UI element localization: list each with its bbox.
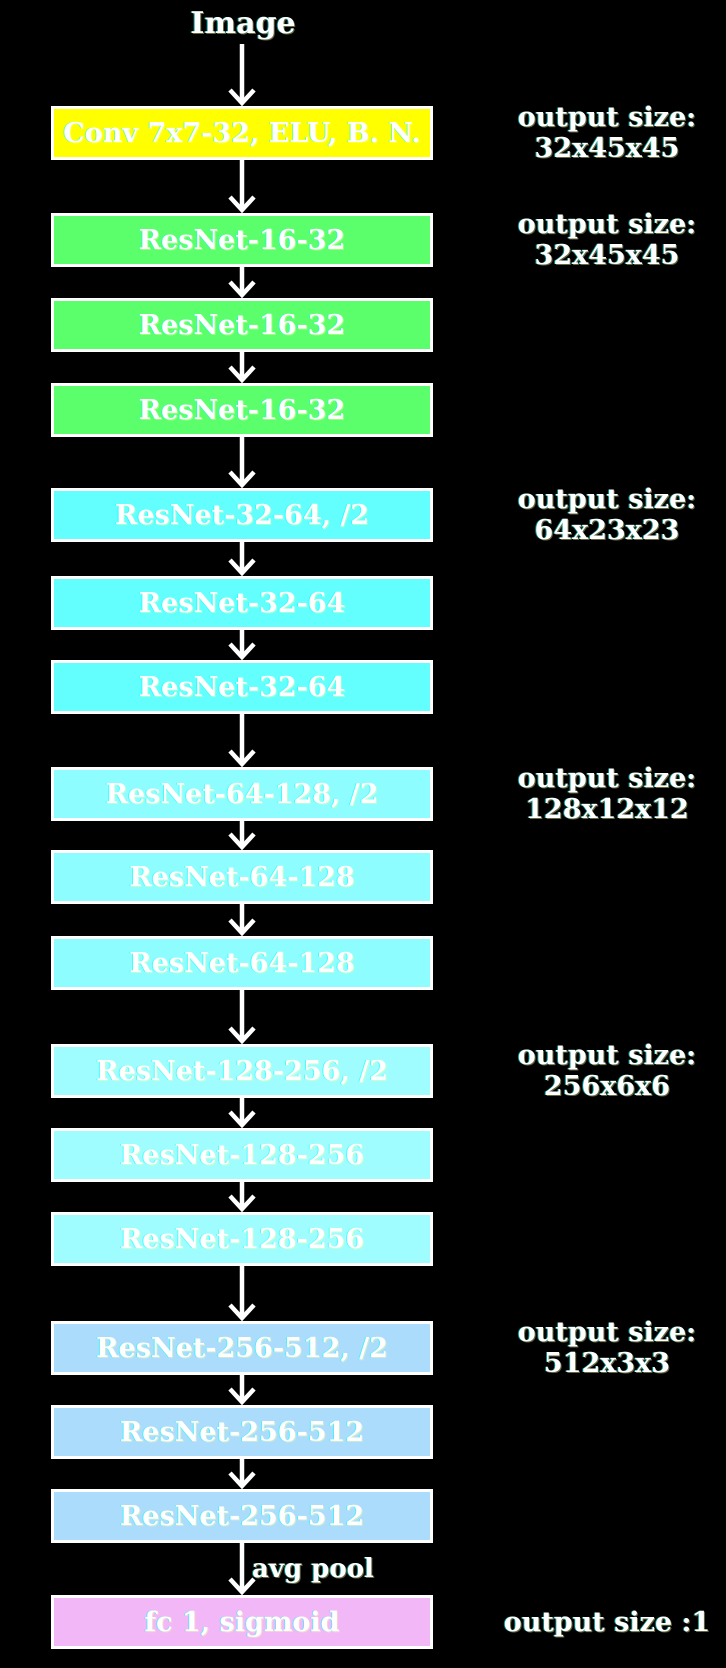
down-arrow: [228, 267, 256, 298]
box-resnet-128-256-down: ResNet-128-256, /2: [51, 1044, 433, 1098]
down-arrow: [228, 542, 256, 576]
down-arrow: [228, 714, 256, 767]
box-resnet-16-32-3: ResNet-16-32: [51, 383, 433, 437]
output-size-line: output size:: [517, 763, 697, 794]
box-label: ResNet-256-512: [119, 1500, 365, 1532]
output-size-resnet-256-512: output size:512x3x3: [467, 1317, 726, 1379]
box-label: ResNet-32-64: [138, 587, 346, 619]
box-label: Conv 7x7-32, ELU, B. N.: [63, 117, 421, 149]
output-size-value: 256x6x6: [543, 1071, 671, 1102]
box-resnet-128-256-3: ResNet-128-256: [51, 1212, 433, 1266]
output-size-line: output size:: [517, 1040, 697, 1071]
down-arrow: [228, 1543, 256, 1595]
box-label: ResNet-64-128: [129, 947, 355, 979]
box-label: ResNet-64-128, /2: [105, 778, 379, 810]
box-label: ResNet-32-64, /2: [114, 499, 370, 531]
box-resnet-64-128-down: ResNet-64-128, /2: [51, 767, 433, 821]
box-label: ResNet-64-128: [129, 861, 355, 893]
box-resnet-32-64-down: ResNet-32-64, /2: [51, 488, 433, 542]
output-size-value: 64x23x23: [534, 515, 680, 546]
output-size-line: output size:: [517, 484, 697, 515]
down-arrow: [228, 437, 256, 488]
output-size-value: 32x45x45: [534, 240, 680, 271]
down-arrow: [228, 990, 256, 1044]
box-resnet-64-128-2: ResNet-64-128: [51, 850, 433, 904]
box-label: ResNet-128-256: [119, 1223, 365, 1255]
box-resnet-64-128-3: ResNet-64-128: [51, 936, 433, 990]
output-size-line: output size :1: [503, 1607, 711, 1638]
output-size-line: output size:: [517, 102, 697, 133]
box-label: ResNet-256-512: [119, 1416, 365, 1448]
down-arrow: [228, 160, 256, 213]
input-label: Image: [190, 6, 296, 41]
down-arrow: [228, 1459, 256, 1489]
down-arrow: [228, 44, 256, 106]
output-size-resnet-128-256: output size:256x6x6: [467, 1040, 726, 1102]
box-resnet-128-256-2: ResNet-128-256: [51, 1128, 433, 1182]
box-resnet-256-512-3: ResNet-256-512: [51, 1489, 433, 1543]
box-resnet-32-64-3: ResNet-32-64: [51, 660, 433, 714]
box-label: ResNet-16-32: [138, 309, 346, 341]
output-size-fc: output size :1: [467, 1607, 726, 1638]
box-label: fc 1, sigmoid: [144, 1606, 340, 1638]
avg-pool-label: avg pool: [252, 1554, 374, 1584]
output-size-value: 128x12x12: [525, 794, 689, 825]
down-arrow: [228, 1266, 256, 1321]
box-resnet-16-32-2: ResNet-16-32: [51, 298, 433, 352]
down-arrow: [228, 904, 256, 936]
box-label: ResNet-256-512, /2: [96, 1332, 388, 1364]
box-resnet-256-512-2: ResNet-256-512: [51, 1405, 433, 1459]
box-label: ResNet-16-32: [138, 394, 346, 426]
output-size-value: 32x45x45: [534, 133, 680, 164]
output-size-resnet-64-128: output size:128x12x12: [467, 763, 726, 825]
down-arrow: [228, 821, 256, 850]
box-label: ResNet-32-64: [138, 671, 346, 703]
box-resnet-256-512-down: ResNet-256-512, /2: [51, 1321, 433, 1375]
box-resnet-32-64-2: ResNet-32-64: [51, 576, 433, 630]
down-arrow: [228, 1182, 256, 1212]
box-resnet-16-32-1: ResNet-16-32: [51, 213, 433, 267]
output-size-conv: output size:32x45x45: [467, 102, 726, 164]
output-size-value: 512x3x3: [543, 1348, 671, 1379]
down-arrow: [228, 352, 256, 383]
down-arrow: [228, 630, 256, 660]
down-arrow: [228, 1098, 256, 1128]
box-label: ResNet-128-256: [119, 1139, 365, 1171]
box-fc-sigmoid: fc 1, sigmoid: [51, 1595, 433, 1649]
output-size-resnet-16-32: output size:32x45x45: [467, 209, 726, 271]
output-size-line: output size:: [517, 209, 697, 240]
box-label: ResNet-16-32: [138, 224, 346, 256]
output-size-line: output size:: [517, 1317, 697, 1348]
output-size-resnet-32-64: output size:64x23x23: [467, 484, 726, 546]
box-label: ResNet-128-256, /2: [96, 1055, 388, 1087]
down-arrow: [228, 1375, 256, 1405]
box-conv-7x7-32: Conv 7x7-32, ELU, B. N.: [51, 106, 433, 160]
